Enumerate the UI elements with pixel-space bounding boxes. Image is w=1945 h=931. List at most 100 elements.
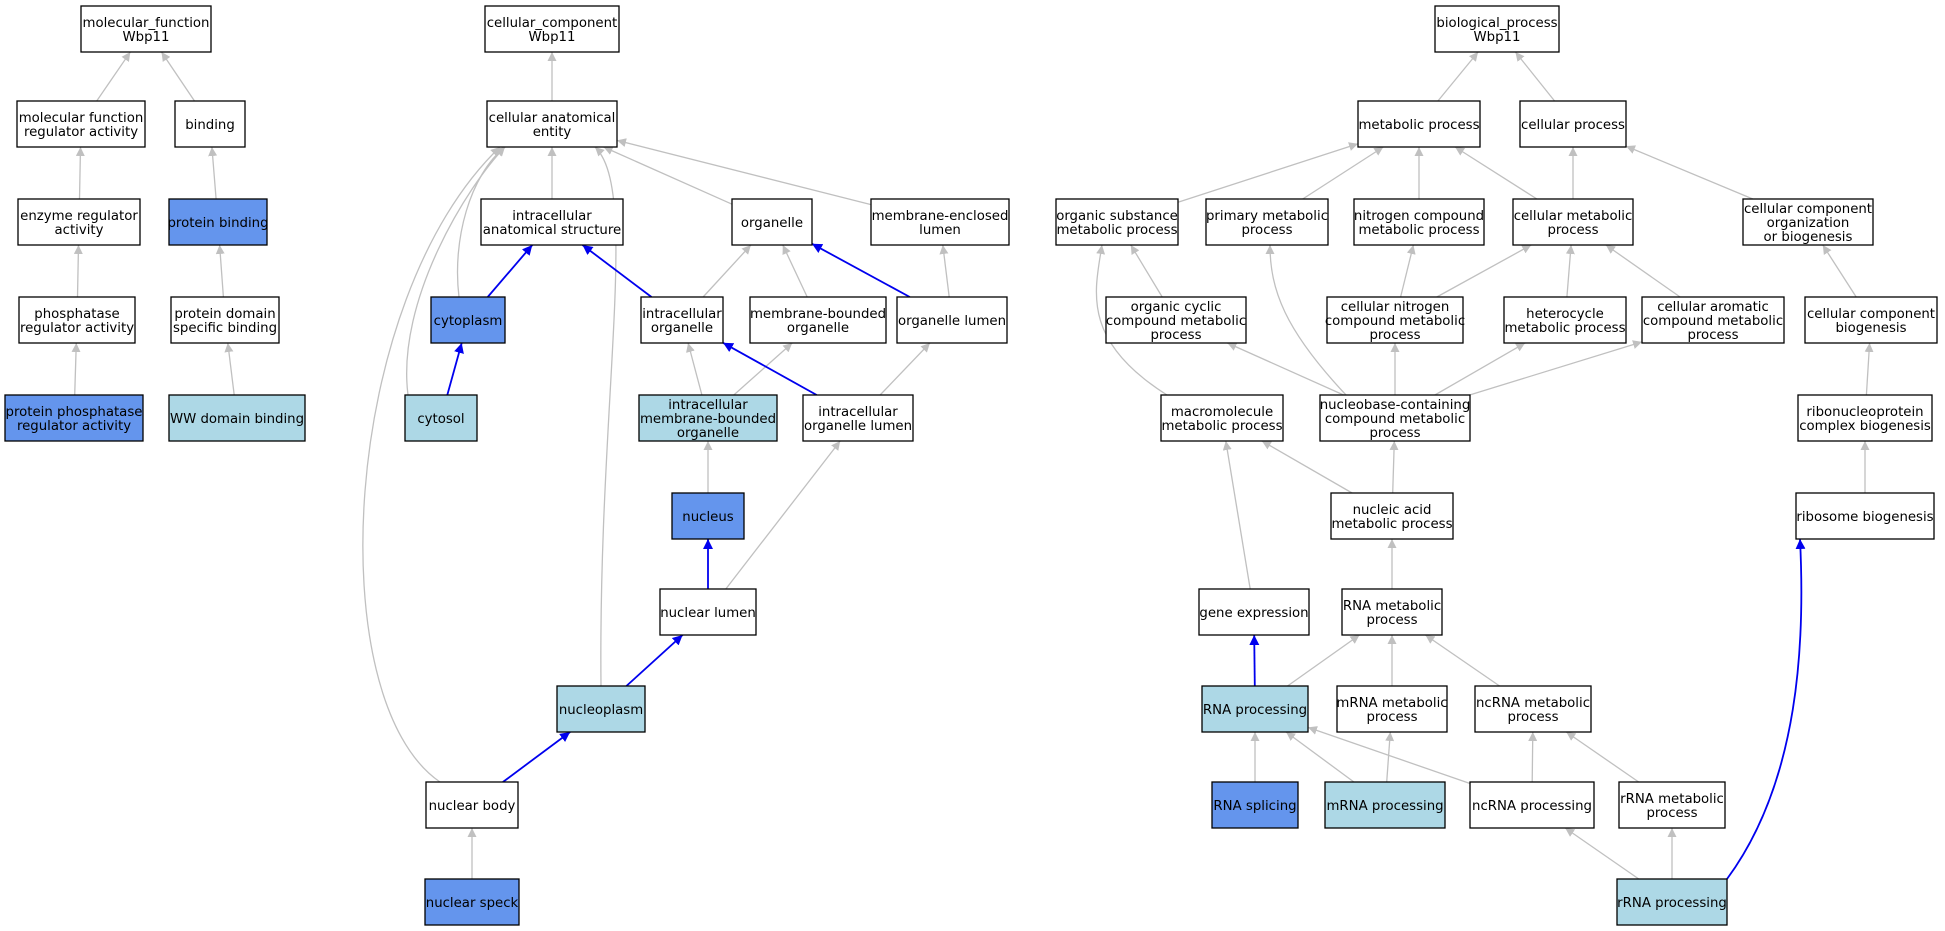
node-ncrnaproc[interactable]: ncRNA processing [1469, 781, 1595, 829]
node-metab[interactable]: metabolic process [1357, 100, 1481, 148]
edge-imbo-to-io [686, 342, 703, 396]
node-gexp[interactable]: gene expression [1198, 588, 1310, 636]
node-label: process [1547, 223, 1598, 238]
node-box [1742, 198, 1874, 246]
node-box [1797, 394, 1933, 442]
node-nucleoplasm[interactable]: nucleoplasm [556, 685, 646, 733]
node-box [1198, 588, 1310, 636]
node-rnasplice[interactable]: RNA splicing [1211, 781, 1299, 829]
node-box [1795, 492, 1935, 540]
edge-cncm-to-ncm [1399, 244, 1416, 298]
node-binding[interactable]: binding [174, 100, 246, 148]
edge-nbcm-to-hmp [1434, 342, 1526, 396]
node-box [484, 5, 620, 53]
node-box [870, 198, 1010, 246]
edge-ol-to-mel [939, 244, 950, 298]
node-nucleus[interactable]: nucleus [671, 492, 745, 540]
node-label: rRNA processing [1617, 896, 1727, 911]
node-label: molecular_function [83, 16, 210, 31]
node-label: nitrogen compound [1354, 209, 1484, 224]
node-label: process [1369, 328, 1420, 343]
node-prot_binding[interactable]: protein binding [167, 198, 269, 246]
node-rrnaproc[interactable]: rRNA processing [1616, 878, 1728, 926]
node-nlumen[interactable]: nuclear lumen [659, 588, 757, 636]
node-box [1353, 198, 1485, 246]
node-cytosol[interactable]: cytosol [404, 394, 478, 442]
node-label: Wbp11 [529, 30, 576, 45]
edge-cytosol-to-cytoplasm [446, 342, 464, 396]
edge-prot_binding-to-binding [208, 146, 218, 200]
node-ribo[interactable]: ribosome biogenesis [1795, 492, 1935, 540]
node-box [1641, 296, 1785, 344]
node-box [1205, 198, 1329, 246]
node-label: protein domain [174, 307, 275, 322]
node-label: organelle [651, 321, 713, 336]
node-label: metabolic process [1331, 517, 1452, 532]
node-rnaproc[interactable]: RNA processing [1201, 685, 1309, 733]
node-label: nucleoplasm [559, 703, 643, 718]
node-box [1469, 781, 1595, 829]
edge-ncrnaproc-to-rnaproc [1307, 726, 1471, 785]
node-label: cellular metabolic [1514, 209, 1633, 224]
node-mrnaproc[interactable]: mRNA processing [1324, 781, 1446, 829]
node-box [16, 100, 146, 148]
node-nspeck[interactable]: nuclear speck [424, 878, 520, 926]
edge-organelle-to-cae [603, 146, 733, 205]
node-nbody[interactable]: nuclear body [425, 781, 519, 829]
node-ww_binding[interactable]: WW domain binding [168, 394, 306, 442]
edge-mbo-to-organelle [782, 244, 808, 298]
node-label: organization [1767, 216, 1850, 231]
node-label: RNA processing [1203, 703, 1307, 718]
node-cytoplasm[interactable]: cytoplasm [430, 296, 506, 344]
node-label: primary metabolic [1206, 209, 1328, 224]
node-ol[interactable]: organelle lumen [896, 296, 1008, 344]
node-box [896, 296, 1008, 344]
node-organelle[interactable]: organelle [731, 198, 813, 246]
edge-imbo-to-mbo [733, 342, 793, 396]
node-label: cellular process [1521, 118, 1625, 133]
edge-io-to-ias [581, 244, 653, 298]
node-box [1616, 878, 1728, 926]
node-cellproc[interactable]: cellular process [1519, 100, 1627, 148]
node-label: ribosome biogenesis [1796, 510, 1933, 525]
node-box [1357, 100, 1481, 148]
edge-rrnamp-to-ncrnamp [1565, 731, 1640, 783]
node-box [1105, 296, 1247, 344]
node-label: cytoplasm [434, 314, 503, 329]
node-label: organelle [677, 426, 739, 441]
node-box [731, 198, 813, 246]
